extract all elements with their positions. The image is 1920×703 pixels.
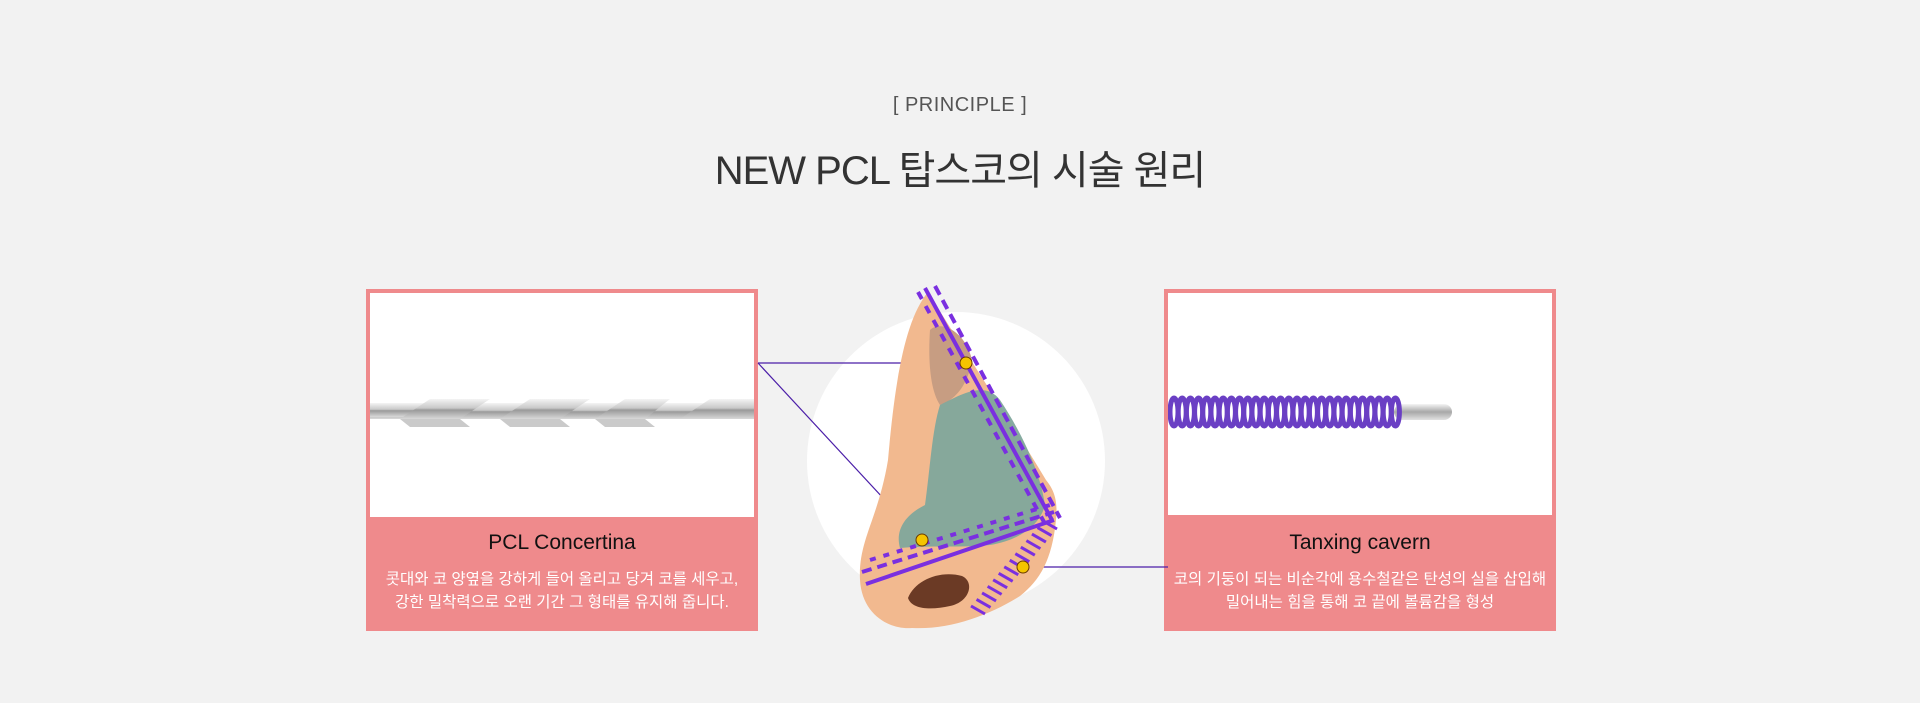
spring-coil — [981, 591, 997, 603]
spring-coil — [975, 598, 992, 609]
pcl-concertina-card: PCL Concertina 콧대와 코 양옆을 강하게 들어 올리고 당겨 코… — [366, 289, 758, 631]
spring-coil — [986, 585, 1003, 596]
spring-thread-image — [1168, 293, 1552, 515]
spring-coil — [1036, 526, 1053, 537]
page-title: NEW PCL 탑스코의 시술 원리 — [714, 149, 1207, 193]
nostril — [908, 574, 970, 609]
spring-coil — [1020, 545, 1036, 557]
spring-coil — [1042, 519, 1058, 531]
spring-coil — [1025, 539, 1042, 550]
diagram-backdrop — [807, 312, 1105, 610]
card-description-line: 강한 밀착력으로 오랜 기간 그 형태를 유지해 줍니다. — [395, 594, 729, 611]
spring-coil — [1031, 532, 1047, 544]
spring-coil — [1003, 565, 1019, 577]
connector-line — [757, 362, 923, 541]
barbed-thread-image — [370, 293, 754, 517]
card-description-line: 코의 기둥이 되는 비순각에 용수철같은 탄성의 실을 삽입해 — [1173, 571, 1547, 588]
card-description: 콧대와 코 양옆을 강하게 들어 올리고 당겨 코를 세우고, 강한 밀착력으로… — [374, 568, 750, 614]
spring-coil — [997, 572, 1014, 583]
marker-dot — [915, 533, 929, 547]
section-eyebrow: [ PRINCIPLE ] — [892, 94, 1028, 116]
tanxing-cavern-card: Tanxing cavern 코의 기둥이 되는 비순각에 용수철같은 탄성의 … — [1164, 289, 1556, 631]
spring-coil — [1388, 395, 1402, 429]
spring-coil — [992, 578, 1008, 590]
marker-dot — [959, 356, 973, 370]
side-threads — [861, 503, 1055, 586]
bridge-threads — [916, 285, 1062, 523]
spring-coil — [1014, 552, 1031, 563]
marker-dot — [1016, 560, 1030, 574]
card-caption: PCL Concertina — [488, 531, 636, 554]
nasal-bone — [929, 326, 972, 405]
columella-spring — [970, 519, 1058, 616]
spring-coil — [1009, 558, 1025, 570]
spring-coil — [970, 604, 986, 616]
nose-skin — [859, 292, 1057, 629]
card-description-line: 콧대와 코 양옆을 강하게 들어 올리고 당겨 코를 세우고, — [385, 571, 739, 588]
card-description: 코의 기둥이 되는 비순각에 용수철같은 탄성의 실을 삽입해 밀어내는 힘을 … — [1172, 568, 1548, 614]
card-description-line: 밀어내는 힘을 통해 코 끝에 볼륨감을 형성 — [1225, 594, 1495, 611]
card-caption: Tanxing cavern — [1289, 531, 1431, 554]
nasal-cartilage — [898, 390, 1045, 548]
